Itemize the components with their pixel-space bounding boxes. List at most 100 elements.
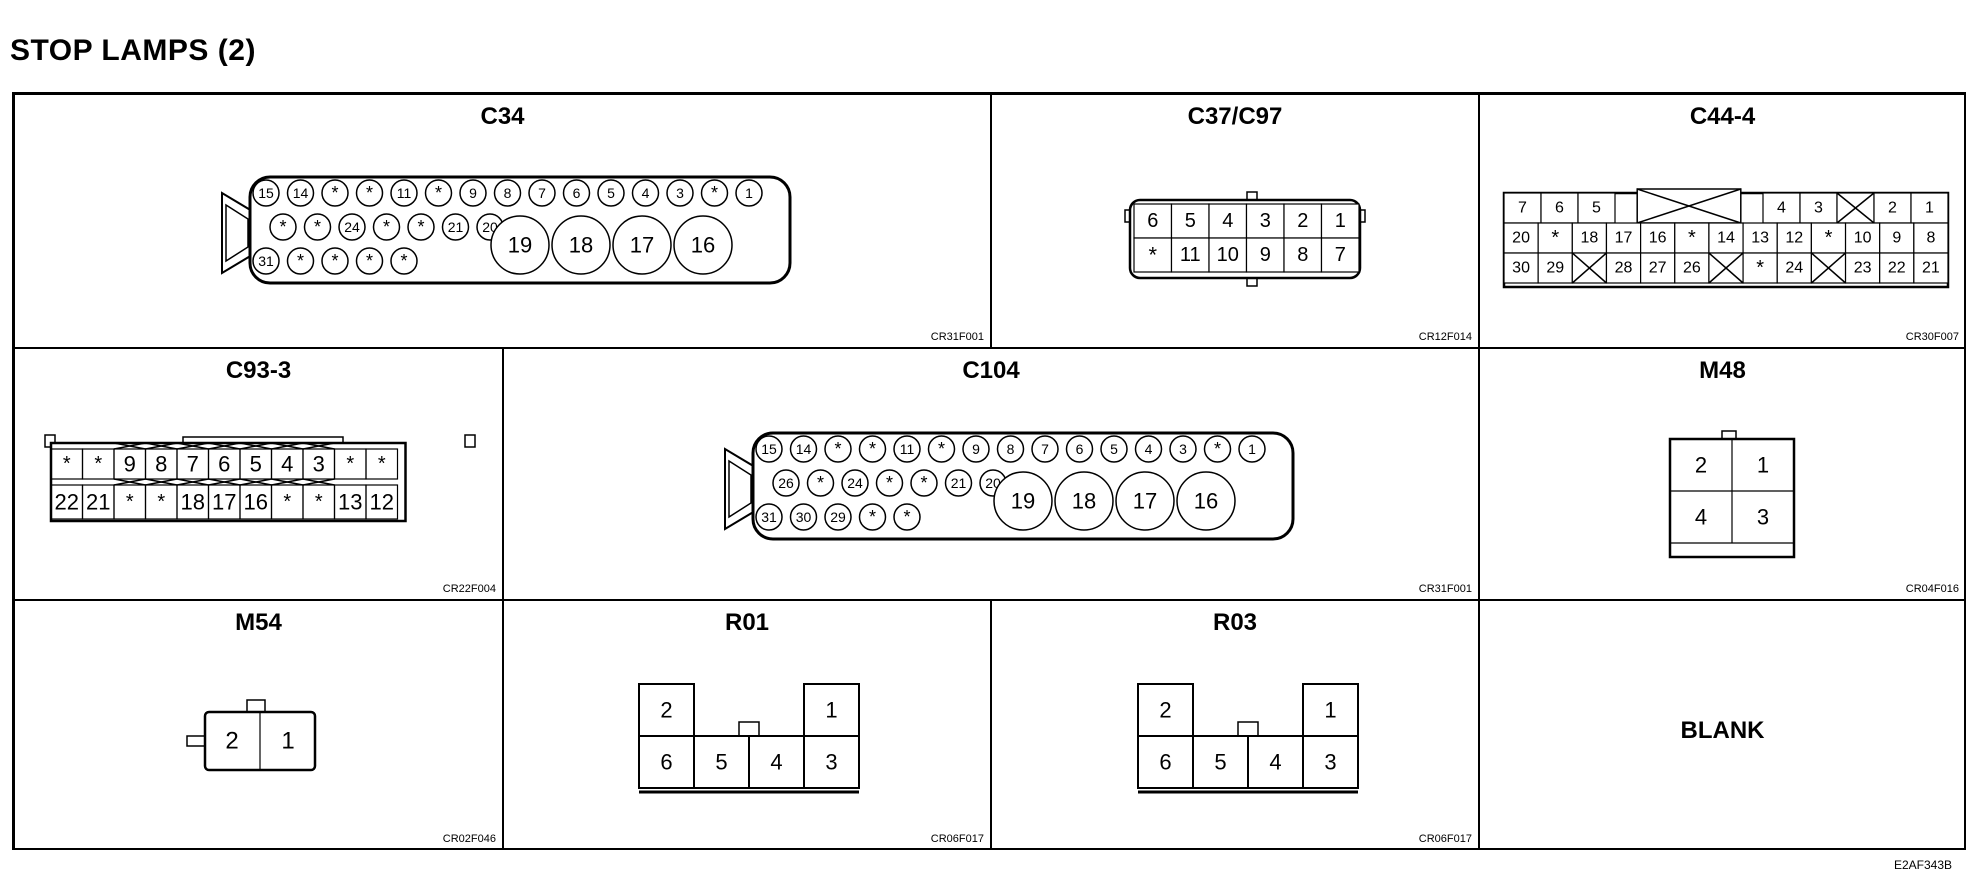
pin-label: 18 <box>569 233 593 258</box>
pin-label: * <box>886 473 893 493</box>
pin-label: * <box>1148 243 1157 268</box>
pin-label: 5 <box>1185 210 1196 232</box>
pin-label: 21 <box>951 475 967 491</box>
pin <box>789 503 818 531</box>
pin-label: 4 <box>770 750 782 775</box>
pin <box>321 247 349 275</box>
pin <box>424 179 453 207</box>
blank-label: BLANK <box>1680 717 1765 744</box>
pin-label: * <box>869 439 876 459</box>
blocked-cavity <box>145 478 178 486</box>
pin-label: * <box>157 491 165 513</box>
pin-label: 6 <box>573 185 581 201</box>
pin-label: 3 <box>1324 750 1336 775</box>
cell-blank: BLANK <box>1479 600 1966 850</box>
blocked-cavity <box>271 442 304 450</box>
pin-label: 14 <box>796 441 812 457</box>
pin <box>1283 237 1323 273</box>
pin <box>1605 252 1642 284</box>
pin <box>1776 252 1812 284</box>
pin <box>1100 435 1128 463</box>
pin <box>1031 435 1059 463</box>
pin-label: 31 <box>761 509 777 525</box>
pin-label: 10 <box>1854 230 1872 247</box>
connector-title: C37/C97 <box>1187 103 1283 130</box>
pin <box>1245 203 1285 239</box>
pin <box>1913 252 1949 284</box>
pin <box>996 435 1025 463</box>
pin-label: 8 <box>155 452 167 477</box>
pin-label: 2 <box>225 728 238 755</box>
pin-label: 24 <box>344 219 360 235</box>
pin-label: 7 <box>1518 200 1527 217</box>
pin <box>1115 471 1175 531</box>
pin-label: 7 <box>1041 441 1049 457</box>
pin <box>528 179 556 207</box>
pin <box>286 247 315 275</box>
pin-label: 3 <box>313 452 325 477</box>
page-title: STOP LAMPS (2) <box>10 34 256 67</box>
pin-label: 1 <box>1248 441 1256 457</box>
pin-label: 2 <box>1695 453 1707 478</box>
pin <box>841 469 869 497</box>
pin-label: 19 <box>508 233 532 258</box>
pin <box>1208 237 1248 273</box>
pin-label: 5 <box>1110 441 1118 457</box>
pin-label: 18 <box>1580 230 1598 247</box>
pin <box>365 484 399 520</box>
connector-code: CR30F007 <box>1905 331 1959 343</box>
pin <box>490 215 550 275</box>
pin-label: 12 <box>1785 230 1803 247</box>
pin <box>927 435 956 463</box>
pin-label: 23 <box>1854 260 1872 277</box>
pin-label: 12 <box>370 490 394 515</box>
pin-label: * <box>366 183 373 203</box>
blocked-cavity <box>1836 192 1875 224</box>
pin-label: * <box>63 453 71 475</box>
pin-label: 4 <box>281 452 293 477</box>
pin <box>1302 683 1359 737</box>
pin-label: * <box>1756 257 1764 279</box>
pin-label: 8 <box>1297 244 1308 266</box>
pin <box>1640 252 1676 284</box>
blocked-cavity <box>239 478 272 486</box>
pin-label: 6 <box>1555 200 1564 217</box>
pin-label: 24 <box>1785 260 1803 277</box>
pin-label: 30 <box>796 509 812 525</box>
blocked-cavity <box>176 442 209 450</box>
pin <box>1910 192 1949 224</box>
pin <box>372 213 401 241</box>
pin-label: 9 <box>1892 230 1901 247</box>
pin <box>1879 252 1915 284</box>
connector-title: C93-3 <box>225 357 292 384</box>
pin <box>824 503 852 531</box>
pin-label: * <box>297 251 304 271</box>
pin-label: 13 <box>1751 230 1769 247</box>
pin-label: 15 <box>761 441 777 457</box>
pin <box>858 435 887 463</box>
key-tab <box>738 721 760 737</box>
pin-label: 3 <box>676 185 684 201</box>
pin-label: 16 <box>1194 489 1218 514</box>
pin-label: 29 <box>1546 260 1564 277</box>
pin <box>824 435 852 463</box>
pin-label: * <box>938 439 945 459</box>
pin-label: 26 <box>1683 260 1701 277</box>
pin-label: 6 <box>660 750 672 775</box>
pin-label: 14 <box>1717 230 1735 247</box>
pin-label: 28 <box>1615 260 1633 277</box>
pin <box>1537 222 1573 254</box>
pin <box>365 448 399 480</box>
pin-label: 31 <box>258 253 274 269</box>
pin <box>1137 735 1194 789</box>
pin-label: 11 <box>397 185 412 201</box>
connector-code: CR31F001 <box>930 331 984 343</box>
pin <box>893 503 921 531</box>
pin-label: 6 <box>1147 210 1158 232</box>
pin-label: 10 <box>1217 244 1239 266</box>
